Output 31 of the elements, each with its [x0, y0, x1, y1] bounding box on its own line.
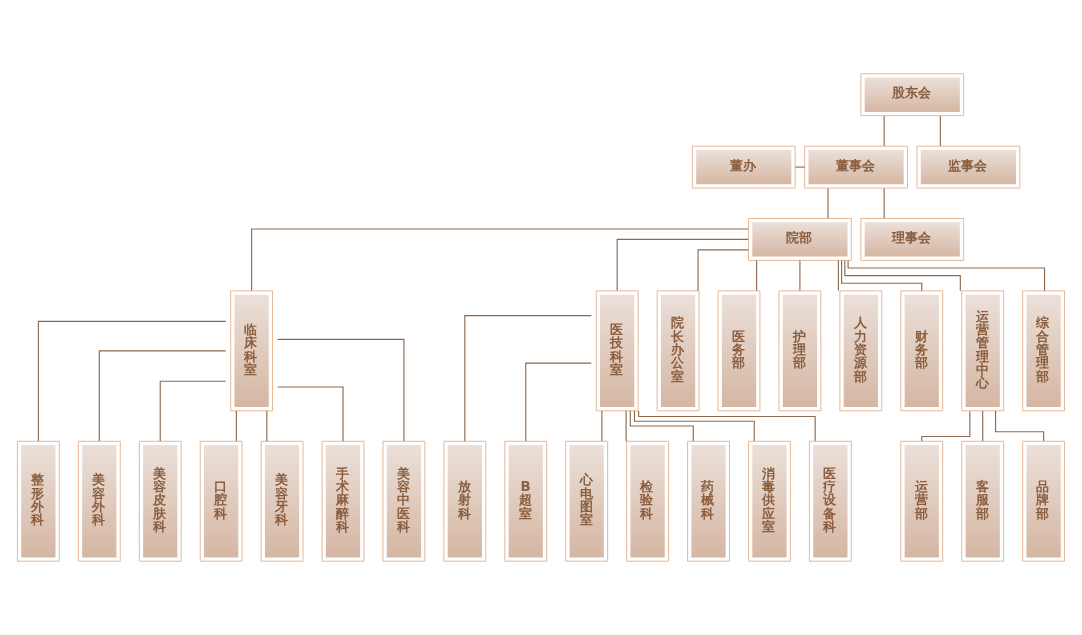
connector [638, 410, 816, 442]
connector [601, 410, 603, 442]
connector [625, 410, 627, 442]
connector [251, 228, 749, 292]
connector [982, 410, 984, 442]
connector [756, 259, 758, 292]
connector [844, 259, 961, 292]
connector [629, 410, 694, 442]
connector [266, 410, 268, 442]
connector [827, 187, 829, 219]
connector [37, 320, 227, 442]
connector [464, 315, 592, 442]
connector [794, 166, 806, 168]
connector [921, 410, 971, 442]
connector [98, 350, 227, 442]
connector [159, 380, 227, 442]
connector [525, 362, 592, 442]
connector [841, 260, 923, 292]
connector [883, 187, 885, 219]
connector [994, 410, 1045, 442]
connector [847, 259, 1046, 292]
connector [276, 338, 405, 442]
connector [883, 115, 885, 147]
connector [633, 410, 755, 442]
connector [616, 238, 749, 292]
connector [939, 115, 941, 147]
connector [799, 259, 801, 292]
connector [837, 259, 839, 292]
connector [235, 410, 237, 442]
connector [697, 249, 749, 292]
connector [277, 386, 344, 442]
